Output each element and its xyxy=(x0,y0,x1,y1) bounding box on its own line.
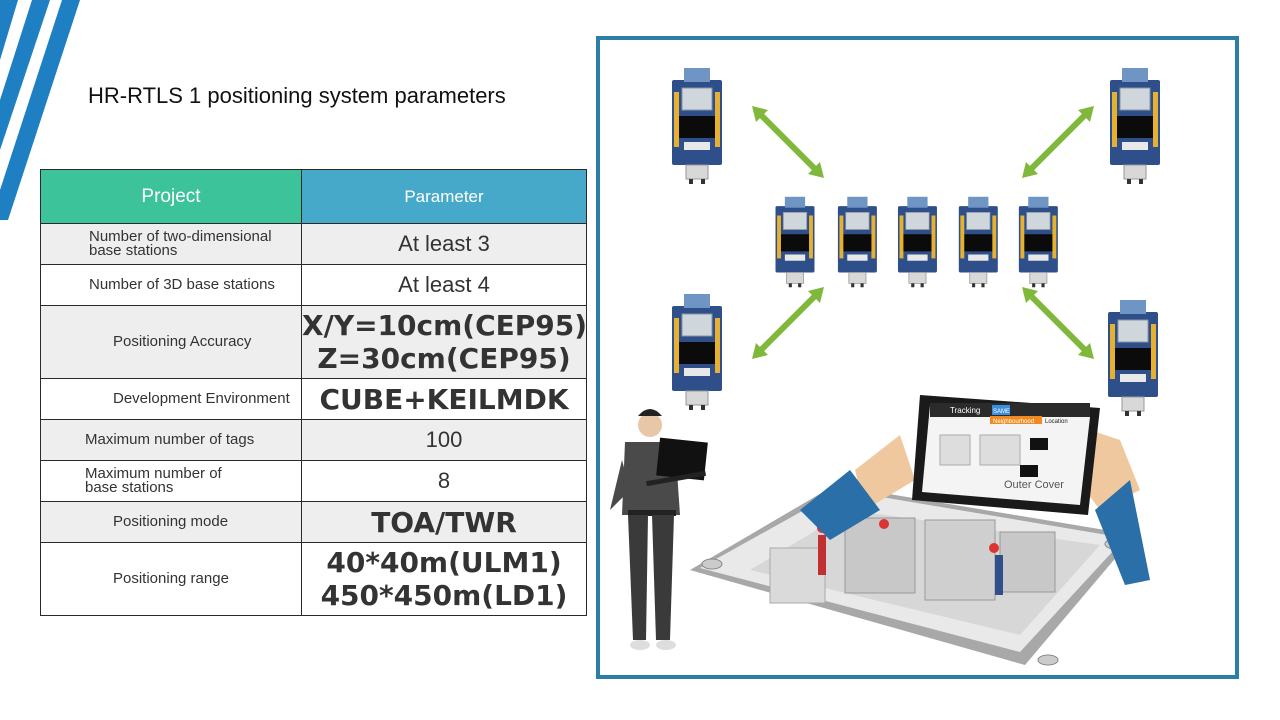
row-value-range: 40*40m(ULM1) 450*450m(LD1) xyxy=(301,542,587,616)
row-value-2d-stations: At least 3 xyxy=(301,223,587,265)
table-row: Positioning Accuracy X/Y=10cm(CEP95) Z=3… xyxy=(40,305,588,379)
range-ulm1-line: 40*40m(ULM1) xyxy=(326,546,562,579)
tablet-tab-neighbourhood: Neighbourhood xyxy=(993,419,1034,425)
corner-stripes-decoration xyxy=(0,0,80,220)
rtls-illustration: Tracking SAME Neighbourhood Location Out… xyxy=(610,67,1161,666)
header-project: Project xyxy=(40,169,302,224)
row-key-max-tags: Maximum number of tags xyxy=(40,419,302,461)
row-value-dev-env: CUBE+KEILMDK xyxy=(301,378,587,420)
row-value-3d-stations: At least 4 xyxy=(301,264,587,306)
table-row: Development Environment CUBE+KEILMDK xyxy=(40,378,587,420)
table-row: Maximum number of base stations 8 xyxy=(40,460,587,502)
office-floor-illustration xyxy=(690,485,1135,666)
row-key-dev-env: Development Environment xyxy=(40,378,302,420)
header-parameter: Parameter xyxy=(301,169,587,224)
arrow-bottom-left xyxy=(752,287,824,359)
tablet-tab-same: SAME xyxy=(993,409,1010,415)
range-ld1-line: 450*450m(LD1) xyxy=(320,579,568,612)
row-key-accuracy: Positioning Accuracy xyxy=(40,305,302,379)
row-value-max-tags: 100 xyxy=(301,419,587,461)
table-row: Maximum number of tags 100 xyxy=(40,419,587,461)
arrow-top-left xyxy=(752,106,824,178)
table-row: Number of 3D base stations At least 4 xyxy=(40,264,587,306)
man-with-laptop-figure xyxy=(610,409,708,650)
anchor-module-top-left xyxy=(671,67,723,185)
arrow-bottom-right xyxy=(1022,287,1094,359)
table-row: Positioning mode TOA/TWR xyxy=(40,501,587,543)
parameters-table: Project Parameter Number of two-dimensio… xyxy=(40,169,587,616)
arrow-top-right xyxy=(1022,106,1094,178)
row-value-max-stations: 8 xyxy=(301,460,587,502)
row-key-2d-stations: Number of two-dimensional base stations xyxy=(40,223,302,265)
accuracy-z-line: Z=30cm(CEP95) xyxy=(317,342,571,375)
table-row: Number of two-dimensional base stations … xyxy=(40,223,587,265)
anchor-module-bottom-left xyxy=(671,293,723,411)
row-key-mode: Positioning mode xyxy=(40,501,302,543)
table-header-row: Project Parameter xyxy=(40,169,587,224)
tablet-overlay-text: Outer Cover xyxy=(1004,479,1064,491)
anchor-module-top-right xyxy=(1109,67,1161,185)
tag-module-row xyxy=(775,196,1059,288)
row-key-max-stations: Maximum number of base stations xyxy=(40,460,302,502)
tablet-app-label: Tracking xyxy=(950,406,980,415)
row-value-mode: TOA/TWR xyxy=(301,501,587,543)
slide-title: HR-RTLS 1 positioning system parameters xyxy=(88,83,506,108)
row-value-accuracy: X/Y=10cm(CEP95) Z=30cm(CEP95) xyxy=(301,305,588,379)
row-key-range: Positioning range xyxy=(40,542,302,616)
illustration-frame: Tracking SAME Neighbourhood Location Out… xyxy=(596,36,1239,679)
tablet-device: Tracking SAME Neighbourhood Location Out… xyxy=(800,395,1150,585)
row-key-3d-stations: Number of 3D base stations xyxy=(40,264,302,306)
table-row: Positioning range 40*40m(ULM1) 450*450m(… xyxy=(40,542,587,616)
accuracy-xy-line: X/Y=10cm(CEP95) xyxy=(302,309,588,342)
tablet-tab-location: Location xyxy=(1045,419,1068,425)
anchor-module-bottom-right xyxy=(1107,299,1159,417)
